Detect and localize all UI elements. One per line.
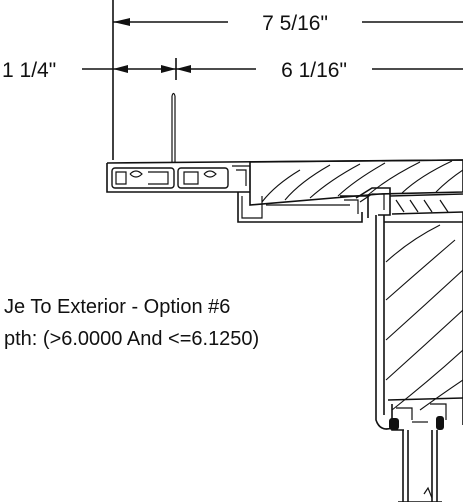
note-line-1: Je To Exterior - Option #6 bbox=[4, 296, 230, 318]
head-frame-extrusion bbox=[106, 159, 463, 193]
wood-jamb bbox=[375, 212, 463, 430]
dimension-left-label: 1 1/4" bbox=[2, 59, 56, 82]
sash-glazing bbox=[389, 403, 447, 502]
dimension-right-label: 6 1/16" bbox=[281, 59, 347, 82]
vertical-fin bbox=[171, 92, 176, 163]
note-line-2: pth: (>6.0000 And <=6.1250) bbox=[4, 328, 259, 350]
section-note: Je To Exterior - Option #6 pth: (>6.0000… bbox=[4, 296, 259, 350]
wood-head bbox=[249, 159, 463, 206]
corner-clip bbox=[355, 187, 463, 216]
dimension-overall: 7 5/16" bbox=[112, 0, 463, 160]
dimension-split: 1 1/4" 6 1/16" bbox=[2, 58, 463, 82]
dimension-overall-label: 7 5/16" bbox=[262, 12, 328, 35]
